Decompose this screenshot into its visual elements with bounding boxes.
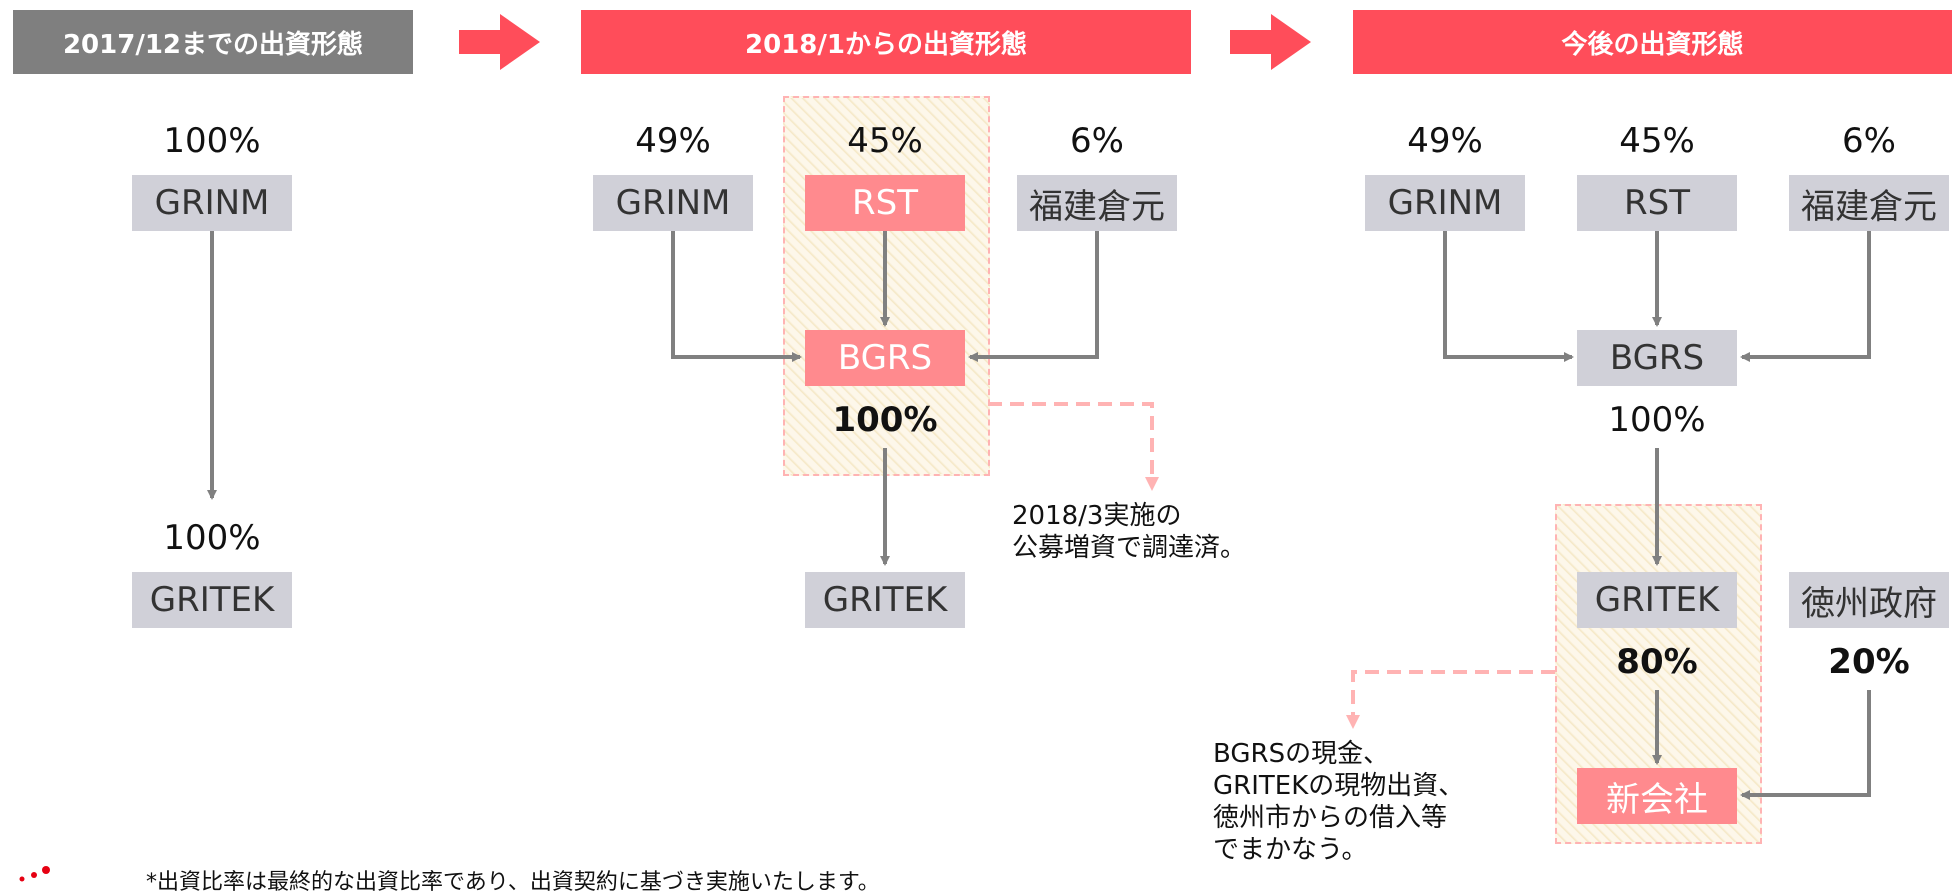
header-arrow-2 [1230, 14, 1311, 70]
col3-gov-box: 徳州政府 [1789, 572, 1949, 628]
col3-grinm-percent: 49% [1407, 121, 1483, 161]
arrow-gov-newco [1740, 690, 1871, 800]
col2-grinm-percent: 49% [635, 121, 711, 161]
col2-gritek-box: GRITEK [805, 572, 965, 628]
col3-rst-box: RST [1577, 175, 1737, 231]
col3-bgrs-box: BGRS [1577, 330, 1737, 386]
col3-fujian-box: 福建倉元 [1789, 175, 1949, 231]
company-logo [19, 866, 50, 882]
col3-grinm-box: GRINM [1365, 175, 1525, 231]
col2-rst-box: RST [805, 175, 965, 231]
col1-top-percent: 100% [163, 121, 261, 161]
arrow-fujian-bgrs-col3 [1740, 231, 1871, 362]
col2-bgrs-percent: 100% [832, 400, 938, 440]
arrow-grinm-bgrs-col2 [671, 231, 802, 362]
footnote: *出資比率は最終的な出資比率であり、出資契約に基づき実施いたします。 [146, 870, 880, 895]
col2-rst-percent: 45% [847, 121, 923, 161]
col3-gritek-box: GRITEK [1577, 572, 1737, 628]
col3-funding-note: BGRSの現金、 GRITEKの現物出資、 徳州市からの借入等 でまかなう。 [1213, 739, 1465, 865]
col2-funding-note: 2018/3実施の 公募増資で調達済。 [1012, 501, 1247, 563]
dashed-arrow-funding-col2 [988, 402, 1159, 491]
arrow-grinm-bgrs-col3 [1443, 231, 1574, 362]
col2-grinm-box: GRINM [593, 175, 753, 231]
col1-grinm-box: GRINM [132, 175, 292, 231]
col3-gritek-percent: 80% [1616, 642, 1698, 682]
col3-bgrs-percent: 100% [1608, 400, 1706, 440]
col3-gov-percent: 20% [1828, 642, 1910, 682]
dashed-arrow-funding-col3 [1346, 670, 1555, 729]
col1-gritek-box: GRITEK [132, 572, 292, 628]
arrow-fujian-bgrs-col2 [968, 231, 1099, 362]
col2-bgrs-box: BGRS [805, 330, 965, 386]
col1-bottom-percent: 100% [163, 518, 261, 558]
col2-fujian-percent: 6% [1070, 121, 1124, 161]
header-future: 今後の出資形態 [1353, 10, 1952, 74]
header-from-2018: 2018/1からの出資形態 [581, 10, 1191, 74]
col2-fujian-box: 福建倉元 [1017, 175, 1177, 231]
col3-newco-box: 新会社 [1577, 768, 1737, 824]
col3-fujian-percent: 6% [1842, 121, 1896, 161]
header-arrow-1 [459, 14, 540, 70]
header-before-2017: 2017/12までの出資形態 [13, 10, 413, 74]
col3-rst-percent: 45% [1619, 121, 1695, 161]
